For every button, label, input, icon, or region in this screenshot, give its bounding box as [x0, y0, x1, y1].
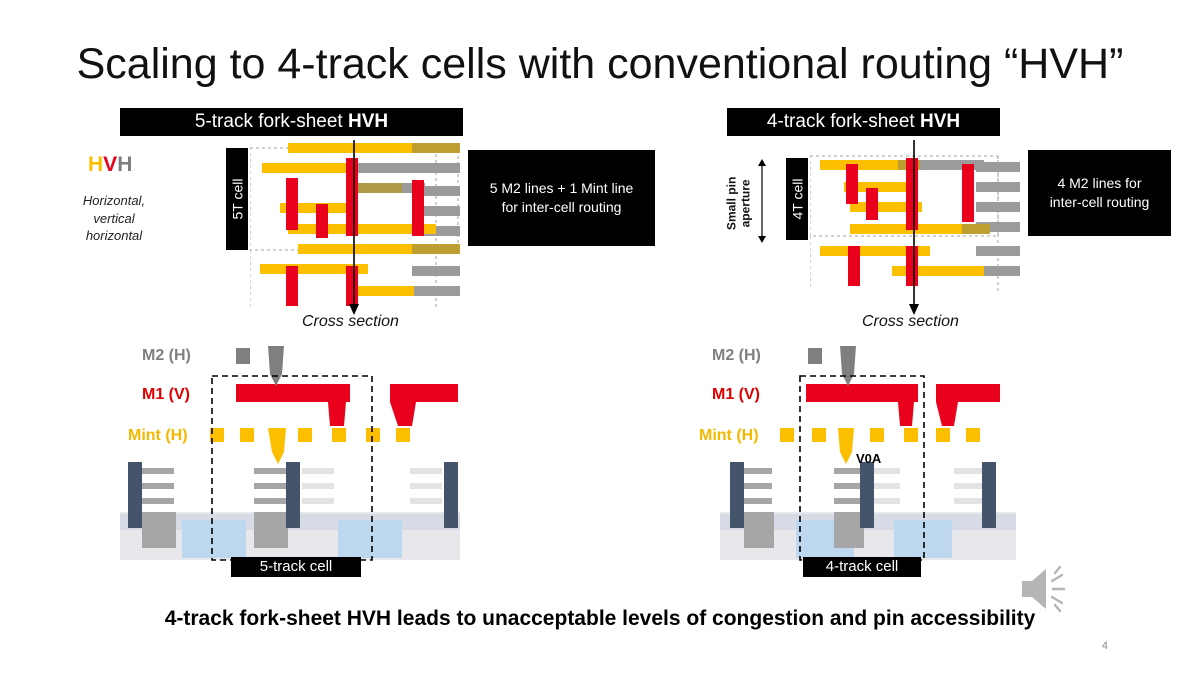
left-m1-label: M1 (V) [142, 386, 190, 403]
right-info-line-1: 4 M2 lines for [1057, 175, 1142, 192]
left-header-text: 5-track fork-sheet [194, 111, 348, 132]
right-header-text: 4-track fork-sheet [766, 111, 920, 132]
legend-desc-2: vertical [93, 210, 135, 226]
right-m1-label: M1 (V) [712, 386, 760, 403]
legend-v: V [103, 153, 118, 176]
via-label: V0A [856, 451, 882, 466]
legend-description: Horizontal, vertical horizontal [64, 192, 164, 245]
left-cell-footer: 5-track cell [231, 557, 361, 577]
left-cross-section-label: Cross section [302, 313, 399, 330]
left-layout-diagram [250, 140, 460, 315]
pin-label-line-1: Small pin [724, 176, 739, 230]
right-m2-label: M2 (H) [712, 347, 761, 364]
left-mint-label: Mint (H) [128, 427, 188, 444]
right-info-box: 4 M2 lines for inter-cell routing [1028, 150, 1171, 236]
right-cross-section-diagram [720, 346, 1016, 561]
slide-title: Scaling to 4-track cells with convention… [76, 40, 1124, 88]
legend-desc-1: Horizontal, [82, 193, 146, 208]
right-cell-footer: 4-track cell [803, 557, 921, 577]
hvh-legend: HVH [88, 153, 132, 177]
left-header: 5-track fork-sheet HVH [120, 108, 463, 136]
right-info-line-2: inter-cell routing [1049, 194, 1150, 210]
right-cell-label-text: 4T cell [789, 178, 806, 220]
aperture-arrow-icon [758, 159, 766, 243]
left-info-line-2: for inter-cell routing [501, 199, 622, 215]
left-m2-label: M2 (H) [142, 347, 191, 364]
legend-desc-3: horizontal [85, 228, 143, 244]
legend-h1: H [88, 153, 104, 176]
right-cell-label: 4T cell [786, 158, 808, 240]
left-info-line-1: 5 M2 lines + 1 Mint line [489, 180, 634, 197]
speaker-icon[interactable] [1018, 563, 1082, 615]
legend-h2: H [117, 153, 133, 176]
right-header: 4-track fork-sheet HVH [727, 108, 1000, 136]
small-pin-aperture-label: Small pin aperture [724, 160, 754, 246]
left-cell-label-text: 5T cell [229, 178, 246, 220]
left-cross-section-diagram [120, 346, 460, 561]
right-header-bold: HVH [919, 111, 961, 132]
right-layout-diagram [810, 140, 1020, 315]
pin-label-line-2: aperture [739, 178, 753, 228]
left-header-bold: HVH [347, 111, 389, 132]
right-mint-label: Mint (H) [699, 427, 759, 444]
right-cross-section-label: Cross section [862, 313, 959, 330]
conclusion-text: 4-track fork-sheet HVH leads to unaccept… [164, 607, 1036, 630]
left-cell-label: 5T cell [226, 148, 248, 250]
page-number: 4 [1101, 640, 1108, 652]
left-info-box: 5 M2 lines + 1 Mint line for inter-cell … [468, 150, 655, 246]
